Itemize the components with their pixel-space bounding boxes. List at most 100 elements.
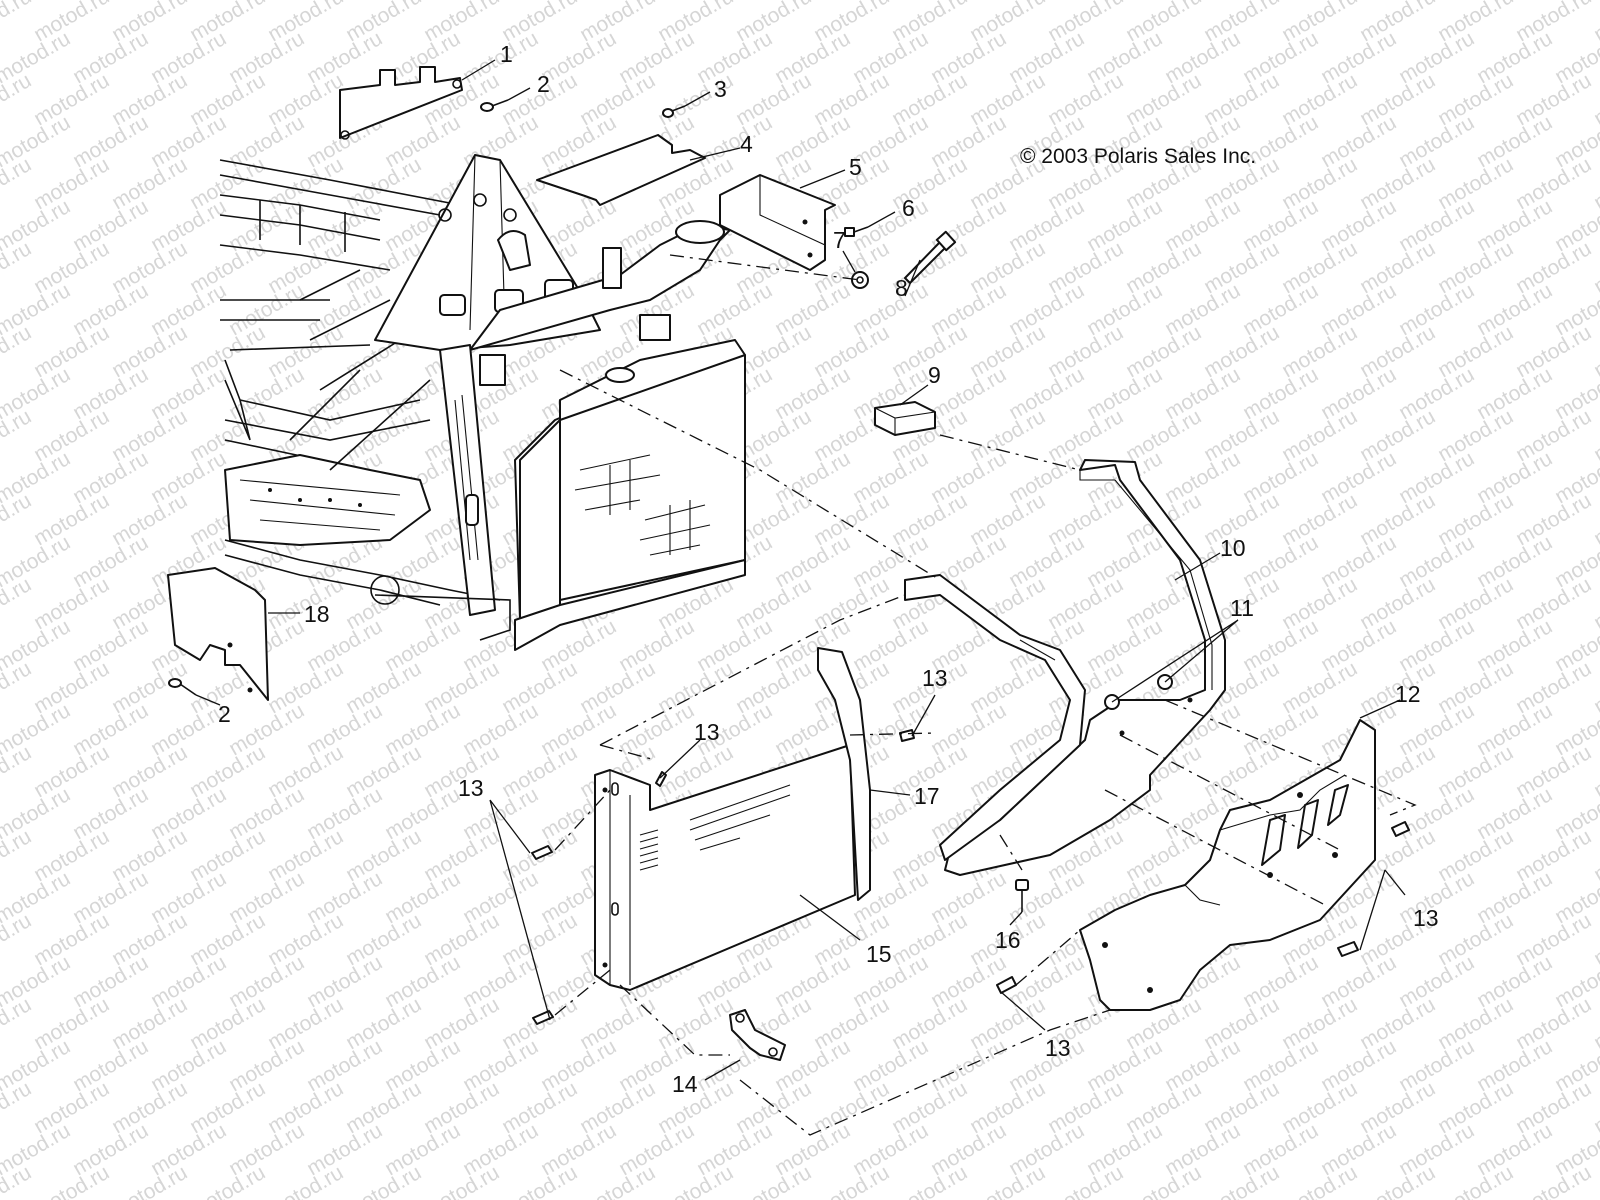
watermark-text: motod.ru xyxy=(1200,321,1283,382)
watermark-text: motod.ru xyxy=(69,867,152,928)
watermark-text: motod.ru xyxy=(1044,573,1127,634)
watermark-text: motod.ru xyxy=(303,1035,386,1096)
callout-6: 6 xyxy=(902,195,915,221)
watermark-text: motod.ru xyxy=(264,657,347,718)
part-13-rivets[interactable] xyxy=(531,729,1410,1025)
watermark-text: motod.ru xyxy=(732,657,815,718)
watermark-text: motod.ru xyxy=(147,195,230,256)
watermark-text: motod.ru xyxy=(225,699,308,760)
watermark-text: motod.ru xyxy=(810,1077,893,1138)
watermark-text: motod.ru xyxy=(108,1077,191,1138)
callout-3: 3 xyxy=(714,76,727,102)
watermark-text: motod.ru xyxy=(810,573,893,634)
watermark-text: motod.ru xyxy=(1590,405,1600,466)
part-10-bumper[interactable] xyxy=(904,459,1226,876)
watermark-text: motod.ru xyxy=(1083,27,1166,88)
callout-4: 4 xyxy=(740,131,753,157)
watermark-text: motod.ru xyxy=(69,951,152,1012)
watermark-text: motod.ru xyxy=(615,699,698,760)
watermark-text: motod.ru xyxy=(1473,363,1556,424)
watermark-text: motod.ru xyxy=(849,1119,932,1180)
part-4-pad[interactable] xyxy=(536,134,706,206)
watermark-text: motod.ru xyxy=(1161,195,1244,256)
part-7-washer[interactable] xyxy=(851,271,869,289)
watermark-text: motod.ru xyxy=(1278,69,1361,130)
part-14-bracket[interactable] xyxy=(729,1009,786,1061)
watermark-text: motod.ru xyxy=(771,27,854,88)
watermark-text: motod.ru xyxy=(1005,279,1088,340)
watermark-text: motod.ru xyxy=(1395,531,1478,592)
part-12-skid-plate[interactable] xyxy=(1079,719,1376,1011)
part-2-screw-left[interactable] xyxy=(168,678,197,696)
watermark-text: motod.ru xyxy=(147,867,230,928)
watermark-text: motod.ru xyxy=(498,741,581,802)
watermark-text: motod.ru xyxy=(1512,573,1595,634)
watermark-text: motod.ru xyxy=(498,657,581,718)
watermark-text: motod.ru xyxy=(459,1119,542,1180)
watermark-text: motod.ru xyxy=(1083,195,1166,256)
watermark-text: motod.ru xyxy=(1200,405,1283,466)
watermark-text: motod.ru xyxy=(1395,615,1478,676)
watermark-text: motod.ru xyxy=(30,69,113,130)
part-9-block[interactable] xyxy=(874,401,936,436)
watermark-text: motod.ru xyxy=(342,825,425,886)
watermark-text: motod.ru xyxy=(147,783,230,844)
watermark-text: motod.ru xyxy=(966,237,1049,298)
watermark-text: motod.ru xyxy=(654,993,737,1054)
callout-17: 17 xyxy=(914,783,940,809)
watermark-text: motod.ru xyxy=(459,867,542,928)
part-1-bracket-plate[interactable] xyxy=(339,66,463,139)
callout-14: 14 xyxy=(672,1071,698,1097)
watermark-text: motod.ru xyxy=(1434,573,1517,634)
watermark-text: motod.ru xyxy=(1395,1119,1478,1180)
watermark-text: motod.ru xyxy=(1044,405,1127,466)
part-2-screw-top[interactable] xyxy=(480,99,509,112)
watermark-text: motod.ru xyxy=(888,489,971,550)
part-6-bolt[interactable] xyxy=(844,226,869,237)
watermark-text: motod.ru xyxy=(1512,1077,1595,1138)
watermark-text: motod.ru xyxy=(186,993,269,1054)
watermark-text: motod.ru xyxy=(1083,1119,1166,1180)
watermark-text: motod.ru xyxy=(30,741,113,802)
watermark-text: motod.ru xyxy=(966,657,1049,718)
watermark-text: motod.ru xyxy=(1239,1119,1322,1180)
watermark-text: motod.ru xyxy=(1434,153,1517,214)
watermark-text: motod.ru xyxy=(1317,195,1400,256)
watermark-text: motod.ru xyxy=(1356,405,1439,466)
watermark-text: motod.ru xyxy=(186,1077,269,1138)
watermark-text: motod.ru xyxy=(381,1119,464,1180)
watermark-text: motod.ru xyxy=(1317,27,1400,88)
watermark-text: motod.ru xyxy=(1200,1077,1283,1138)
watermark-text: motod.ru xyxy=(576,993,659,1054)
watermark-text: motod.ru xyxy=(30,405,113,466)
watermark-text: motod.ru xyxy=(264,153,347,214)
callout-5: 5 xyxy=(849,154,862,180)
watermark-text: motod.ru xyxy=(225,27,308,88)
watermark-text: motod.ru xyxy=(771,111,854,172)
part-17-side-panel[interactable] xyxy=(817,647,871,901)
watermark-text: motod.ru xyxy=(927,27,1010,88)
watermark-text: motod.ru xyxy=(342,1077,425,1138)
watermark-text: motod.ru xyxy=(498,1077,581,1138)
callout-10: 10 xyxy=(1220,535,1246,561)
part-3-screw[interactable] xyxy=(662,105,686,118)
watermark-text: motod.ru xyxy=(1434,825,1517,886)
part-18-side-plate[interactable] xyxy=(167,567,269,701)
watermark-text: motod.ru xyxy=(264,741,347,802)
watermark-text: motod.ru xyxy=(927,279,1010,340)
watermark-text: motod.ru xyxy=(693,27,776,88)
watermark-text: motod.ru xyxy=(30,1077,113,1138)
watermark-text: motod.ru xyxy=(459,699,542,760)
callout-1: 1 xyxy=(500,41,513,67)
watermark-text: motod.ru xyxy=(1278,321,1361,382)
copyright-text: © 2003 Polaris Sales Inc. xyxy=(1020,145,1256,168)
watermark-text: motod.ru xyxy=(1434,405,1517,466)
watermark-text: motod.ru xyxy=(108,321,191,382)
callout-15: 15 xyxy=(866,941,892,967)
watermark-text: motod.ru xyxy=(1161,1119,1244,1180)
watermark-text: motod.ru xyxy=(927,1119,1010,1180)
watermark-text: motod.ru xyxy=(1356,321,1439,382)
watermark-text: motod.ru xyxy=(927,951,1010,1012)
part-16-bolt[interactable] xyxy=(1015,879,1029,912)
watermark-text: motod.ru xyxy=(420,657,503,718)
